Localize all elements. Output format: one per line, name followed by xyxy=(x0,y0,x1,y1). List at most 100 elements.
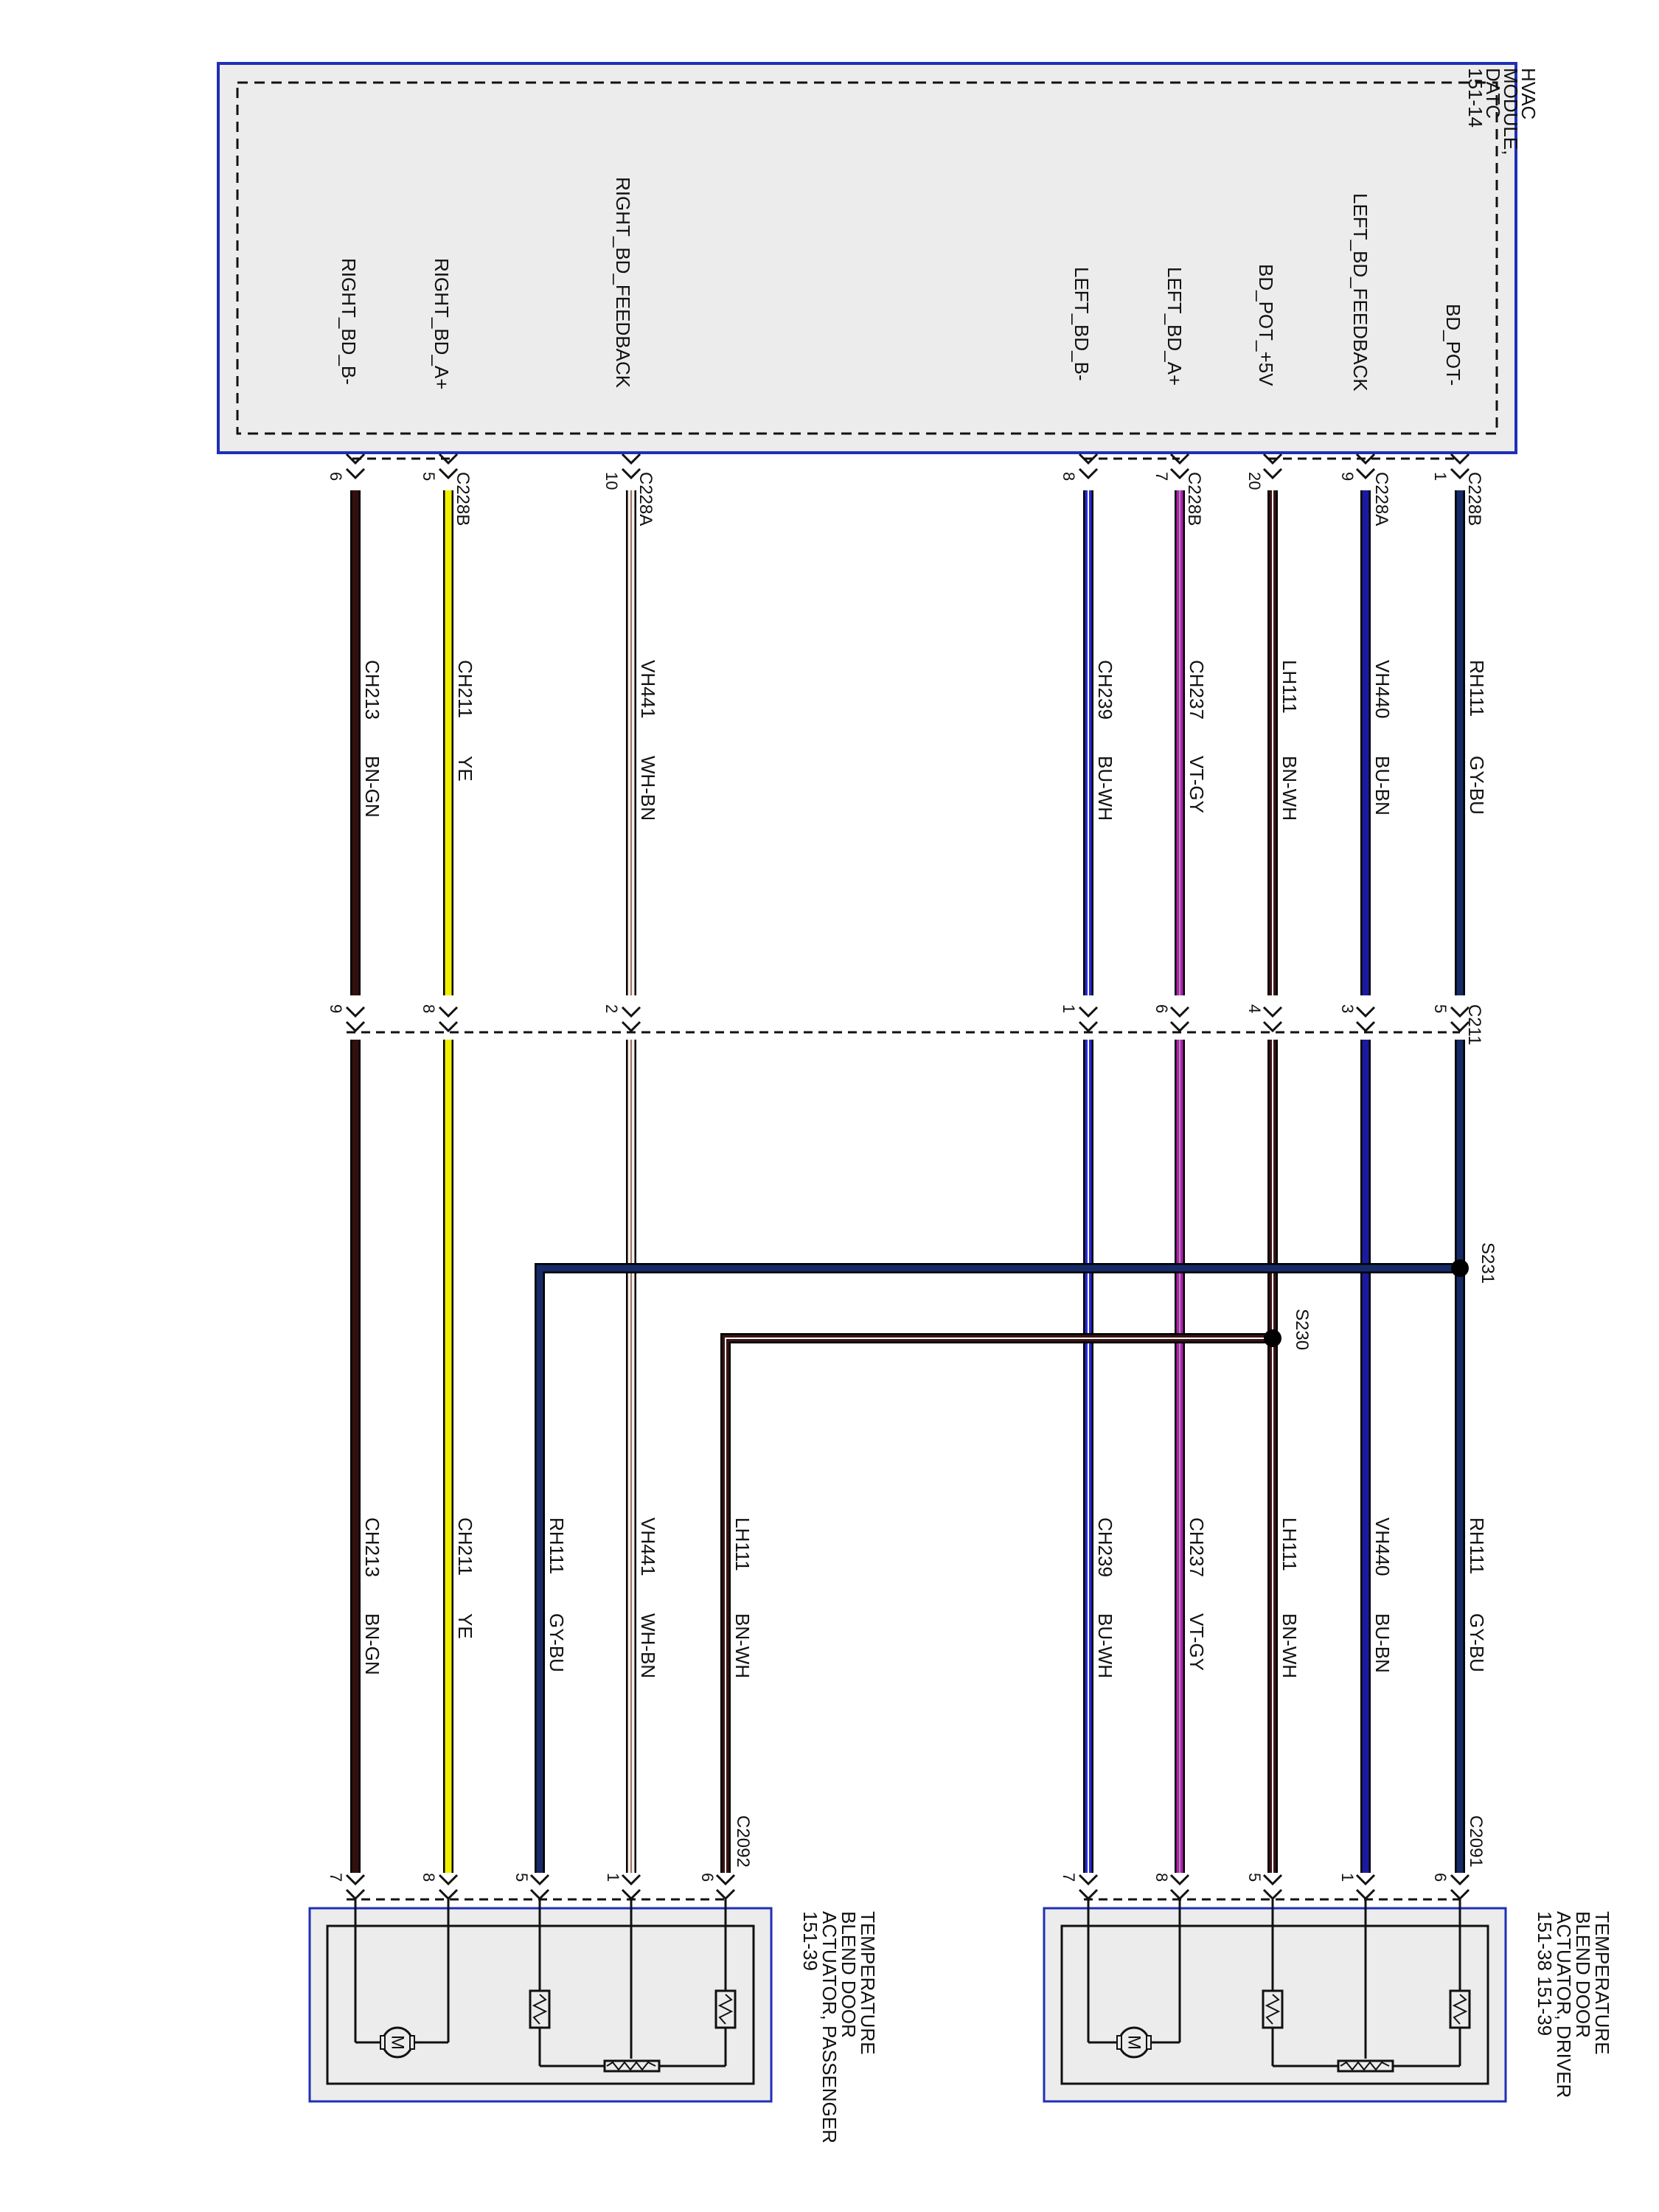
c2092-pin-6: 6 xyxy=(698,1873,717,1882)
module-pin-chevron-3-lower xyxy=(1169,467,1190,480)
conn-c228b-5: C228B xyxy=(453,472,473,526)
upper-color-gy-bu: GY-BU xyxy=(1466,756,1488,815)
signal-right-bd-a-plus: RIGHT_BD_A+ xyxy=(431,258,453,389)
splice-s230-label: S230 xyxy=(1292,1309,1312,1350)
driver-title-line-1: TEMPERATURE xyxy=(1591,1911,1613,2055)
actuator-pin-chevron-4 xyxy=(1078,1874,1099,1886)
module-pin-chevron-4-lower xyxy=(1078,467,1099,480)
module-pin-chevron-2-lower xyxy=(1262,467,1283,480)
upper-circuit-ch237: CH237 xyxy=(1186,660,1208,720)
c211-pin-chevron-3 xyxy=(1169,1006,1190,1018)
c211-pin-chevron-7-lower xyxy=(345,1020,366,1033)
passenger-actuator-title: TEMPERATURE BLEND DOOR ACTUATOR, PASSENG… xyxy=(799,1911,879,2143)
driver-actuator-title: TEMPERATURE BLEND DOOR ACTUATOR, DRIVER … xyxy=(1534,1911,1613,2098)
c211-pin-chevron-2 xyxy=(1262,1006,1283,1018)
c211-pin-chevron-0-lower xyxy=(1450,1020,1470,1033)
splice-s230-dot xyxy=(1264,1329,1281,1347)
signal-bd-pot-minus: BD_POT- xyxy=(1442,304,1464,386)
conn-c2092: C2092 xyxy=(733,1815,753,1868)
lower-color-bn-wh: BN-WH xyxy=(1279,1613,1301,1678)
upper-circuit-vh440: VH440 xyxy=(1371,660,1394,719)
pin-c228a-9: 9 xyxy=(1338,472,1357,481)
lower-circuit-ch211: CH211 xyxy=(454,1517,476,1576)
driver-pot-track xyxy=(1337,2059,1394,2073)
actuator-pin-chevron-7 xyxy=(529,1874,550,1886)
signal-left-bd-feedback: LEFT_BD_FEEDBACK xyxy=(1349,193,1371,392)
wires xyxy=(350,490,1465,1873)
module-pin-chevron-0 xyxy=(1450,453,1470,465)
actuator-pin-chevron-9-lower xyxy=(345,1888,366,1901)
hvac-title-line-1: HVAC xyxy=(1517,68,1540,119)
module-connector-labels: C228B 1 C228A 9 20 C228B 7 8 C228A 10 C2… xyxy=(327,472,1484,526)
passenger-resistor-2 xyxy=(529,1989,551,2029)
driver-resistor-1 xyxy=(1449,1989,1471,2029)
lower-color-bn-gn: BN-GN xyxy=(361,1613,383,1675)
hvac-module-inner-dashed xyxy=(236,81,1498,435)
lower-wire-labels: RH111 GY-BU VH440 BU-BN LH111 BN-WH CH23… xyxy=(361,1517,1488,1678)
conn-c228a-10: C228A xyxy=(636,472,655,526)
hvac-title-line-4: 151-14 xyxy=(1464,68,1486,128)
passenger-title-line-3: ACTUATOR, PASSENGER xyxy=(818,1911,841,2143)
c2092-pin-5: 5 xyxy=(512,1873,531,1882)
signal-left-bd-b-minus: LEFT_BD_B- xyxy=(1071,267,1093,381)
upper-color-bn-wh: BN-WH xyxy=(1279,756,1301,821)
passenger-title-line-2: BLEND DOOR xyxy=(838,1911,860,2038)
module-pin-chevron-0-lower xyxy=(1450,467,1470,480)
module-pin-chevron-7 xyxy=(345,453,366,465)
lower-color-gy-bu-branch: GY-BU xyxy=(546,1613,568,1672)
hvac-module-title: HVAC MODULE, DATC 151-14 xyxy=(1464,68,1540,155)
lower-color-ye: YE xyxy=(454,1613,476,1639)
c2091-pin-8: 8 xyxy=(1152,1873,1171,1882)
lower-color-bn-wh-branch: BN-WH xyxy=(731,1613,754,1678)
lower-color-vt-gy: VT-GY xyxy=(1186,1613,1208,1671)
c211-pin-chevron-2-lower xyxy=(1262,1020,1283,1033)
upper-color-ye: YE xyxy=(454,756,476,782)
lower-circuit-rh111-branch: RH111 xyxy=(546,1517,568,1574)
lower-color-bu-bn: BU-BN xyxy=(1371,1613,1394,1673)
lower-color-wh-bn: WH-BN xyxy=(637,1613,659,1678)
module-signal-labels: BD_POT- LEFT_BD_FEEDBACK BD_POT_+5V LEFT… xyxy=(338,177,1464,392)
module-pin-chevron-2 xyxy=(1262,453,1283,465)
signal-left-bd-a-plus: LEFT_BD_A+ xyxy=(1164,267,1186,386)
upper-circuit-lh111: LH111 xyxy=(1279,660,1301,714)
c2091-pin-6: 6 xyxy=(1431,1873,1450,1882)
actuator-pin-chevron-4-lower xyxy=(1078,1888,1099,1901)
actuator-pin-chevron-5-lower xyxy=(715,1888,736,1901)
c211-pin-5: 5 xyxy=(1431,1004,1450,1013)
actuator-pin-chevron-2-lower xyxy=(1262,1888,1283,1901)
pin-c228b-7: 7 xyxy=(1152,472,1171,481)
c211-labels: C211 5 3 4 6 1 2 8 9 xyxy=(327,1004,1484,1046)
c211-pin-1: 1 xyxy=(1060,1004,1078,1013)
c211-pin-chevron-6-lower xyxy=(438,1020,459,1033)
conn-c228a-9: C228A xyxy=(1371,472,1391,526)
connector-chevrons xyxy=(345,453,1470,1901)
c2091-pin-7: 7 xyxy=(1060,1873,1078,1882)
module-pin-chevron-4 xyxy=(1078,453,1099,465)
driver-title-line-4: 151-38 151-39 xyxy=(1534,1911,1556,2036)
driver-actuator: M TEMPERATURE BLEND DOOR ACTUATOR, DRIVE… xyxy=(1043,1899,1613,2103)
wire-rh111-branch xyxy=(535,1263,1460,1873)
c2092-pin-1: 1 xyxy=(604,1873,622,1882)
lower-circuit-lh111: LH111 xyxy=(1279,1517,1301,1571)
passenger-motor-icon: M xyxy=(380,2026,415,2059)
upper-circuit-rh111: RH111 xyxy=(1466,660,1488,717)
c211-pin-6: 6 xyxy=(1152,1004,1171,1013)
module-pin-chevron-5-lower xyxy=(621,467,641,480)
lower-circuit-vh441: VH441 xyxy=(637,1517,659,1576)
upper-circuit-ch211: CH211 xyxy=(454,660,476,718)
actuator-pin-chevron-8 xyxy=(438,1874,459,1886)
c211-pin-chevron-1 xyxy=(1355,1006,1376,1018)
actuator-pin-chevron-1 xyxy=(1355,1874,1376,1886)
signal-right-bd-feedback: RIGHT_BD_FEEDBACK xyxy=(612,177,634,389)
c211-pin-chevron-4 xyxy=(1078,1006,1099,1018)
hvac-title-line-3: DATC xyxy=(1482,68,1504,119)
lower-circuit-rh111: RH111 xyxy=(1466,1517,1488,1574)
signal-right-bd-b-minus: RIGHT_BD_B- xyxy=(338,258,360,385)
c211-pin-chevron-0 xyxy=(1450,1006,1470,1018)
upper-color-bn-gn: BN-GN xyxy=(361,756,383,818)
lower-circuit-ch237: CH237 xyxy=(1186,1517,1208,1577)
pin-8: 8 xyxy=(1060,472,1078,481)
upper-circuit-ch213: CH213 xyxy=(361,660,383,720)
lower-color-gy-bu: GY-BU xyxy=(1466,1613,1488,1672)
passenger-title-line-4: 151-39 xyxy=(799,1911,821,1971)
